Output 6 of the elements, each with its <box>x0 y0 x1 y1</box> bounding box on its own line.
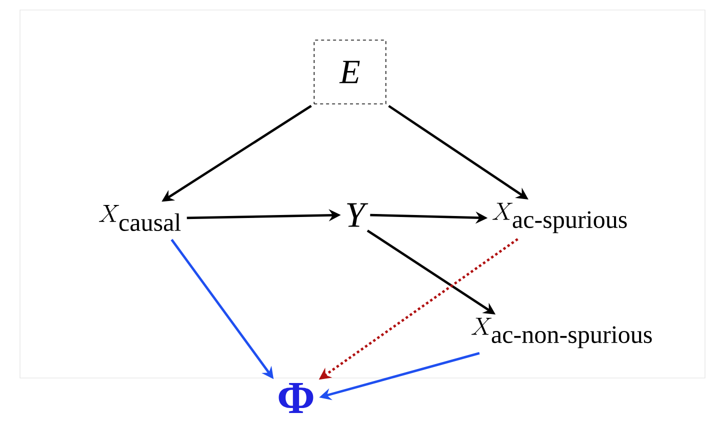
variable-label: Y <box>347 203 368 227</box>
dashed-box: E <box>314 40 386 104</box>
variable-label: $X_{\text{ac-spurious}}$ <box>492 202 627 234</box>
variable-label: $X_{\text{ac-non-spurious}}$ <box>471 318 652 348</box>
variable-label: $X_{\text{causal}}$ <box>98 204 181 232</box>
phi-symbol: Φ <box>278 383 314 413</box>
